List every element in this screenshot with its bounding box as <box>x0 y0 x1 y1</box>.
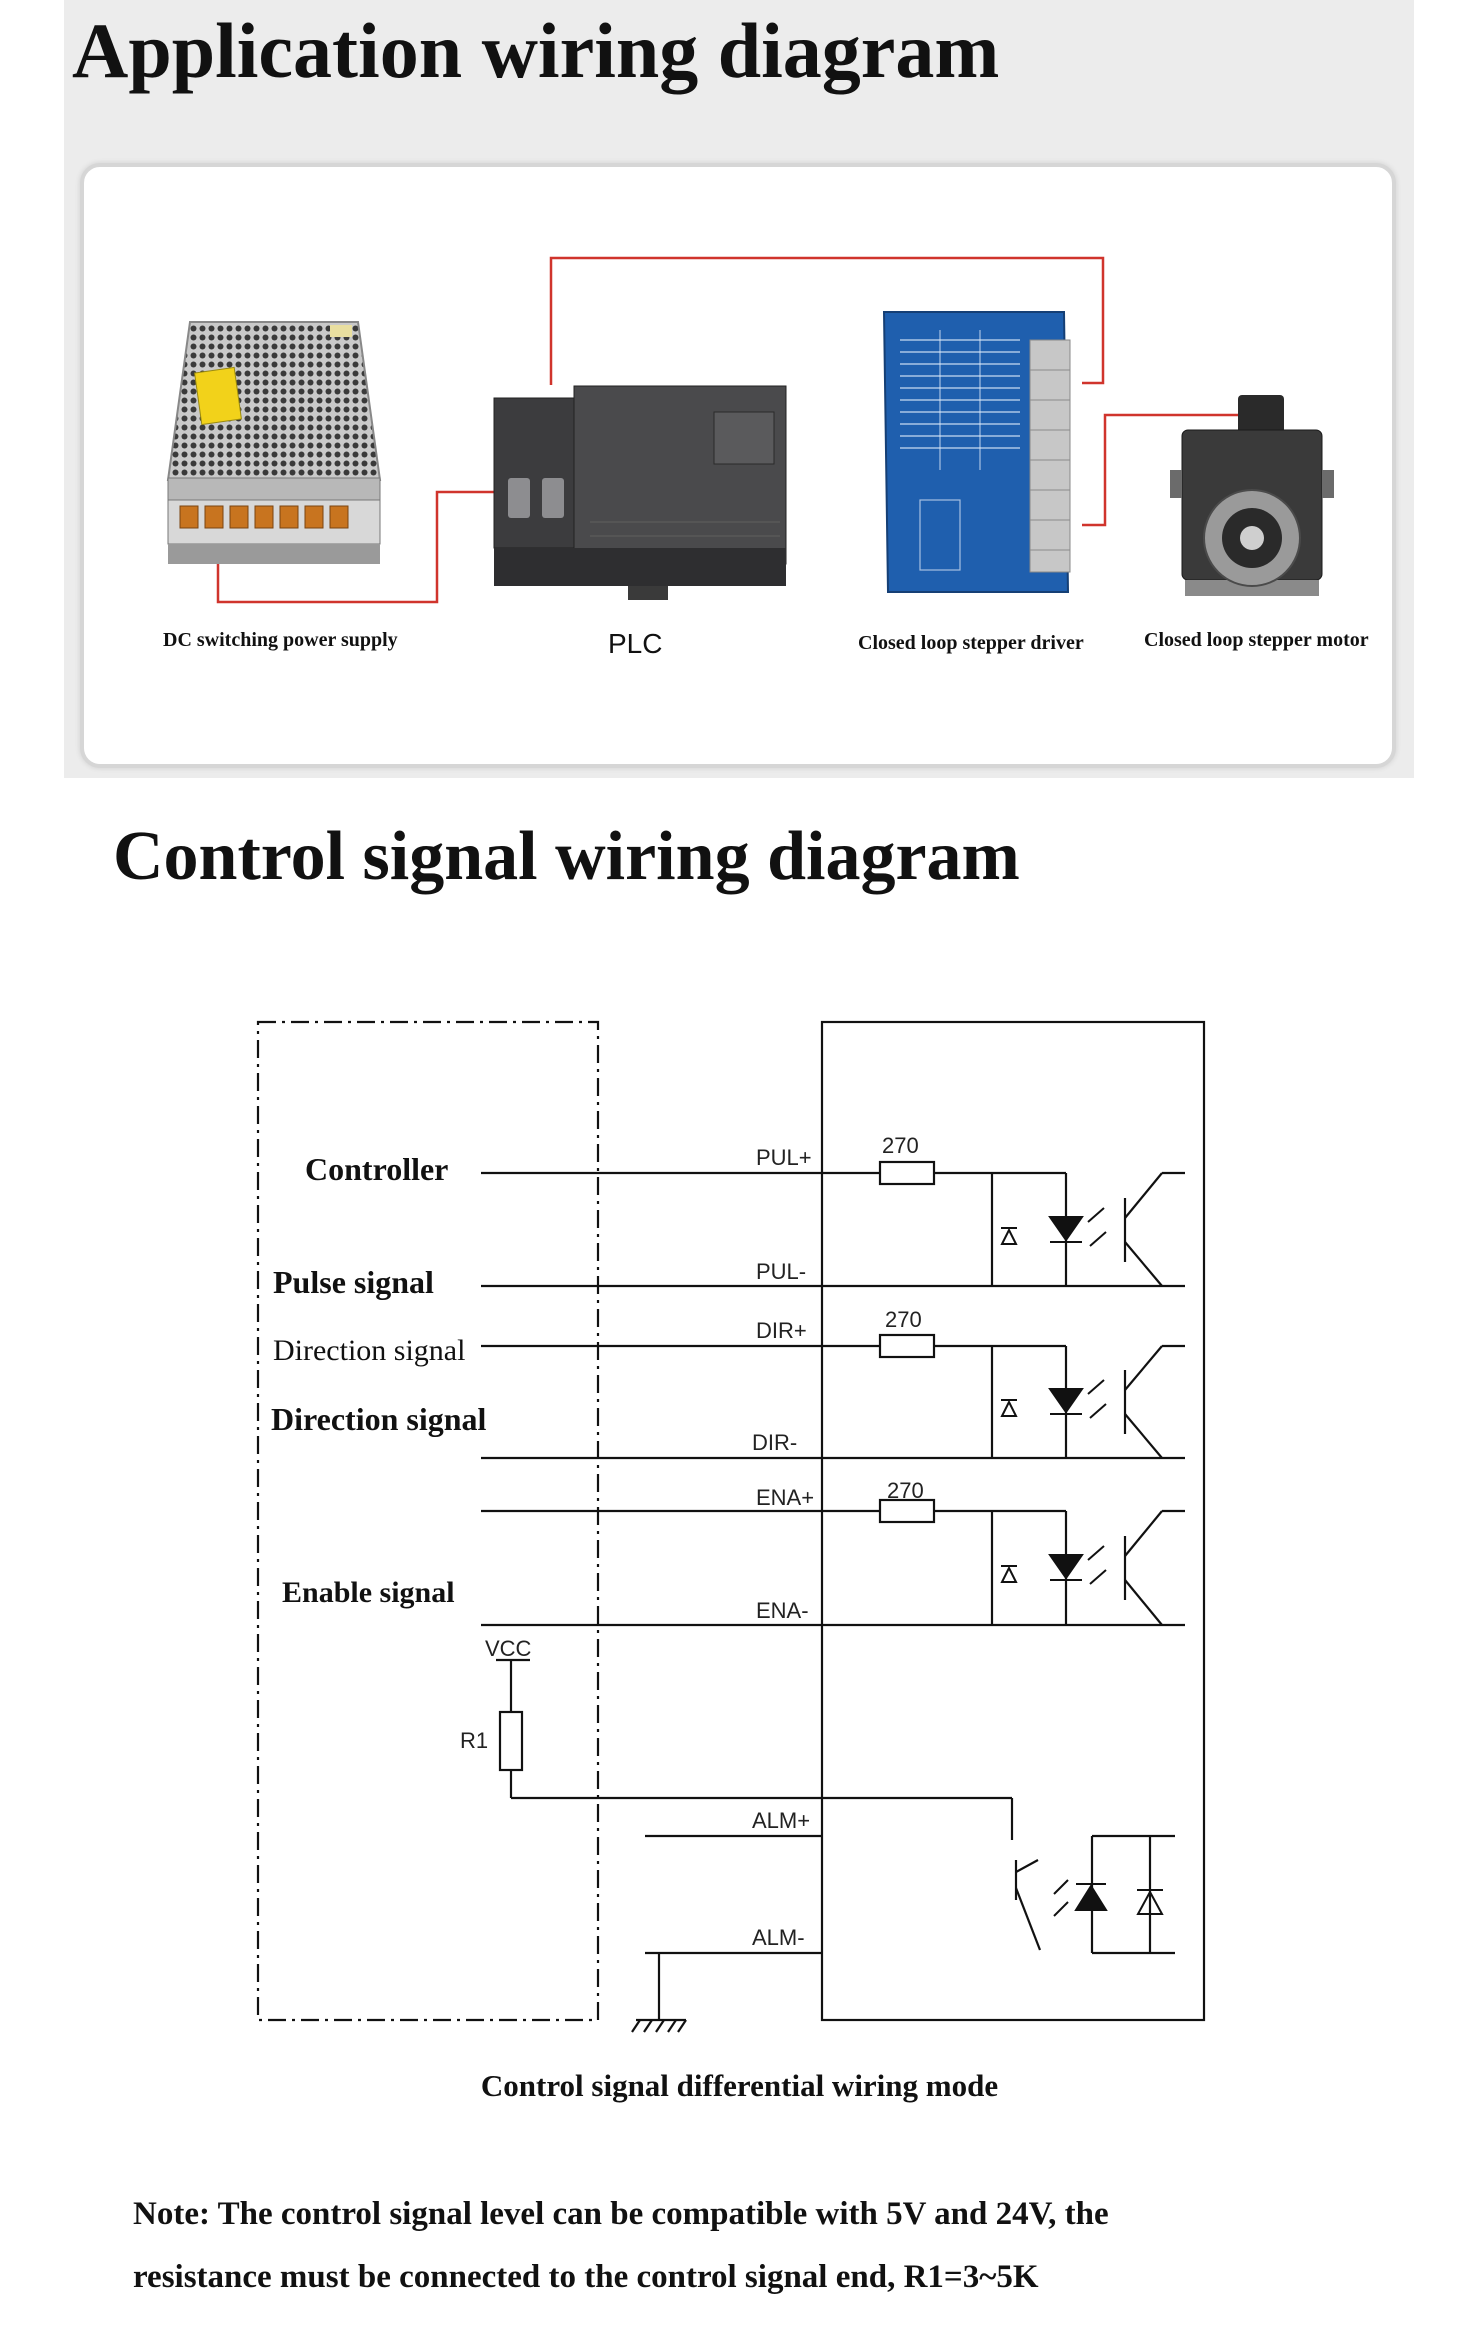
opto-output-pul <box>1123 1171 1185 1287</box>
signal-wire <box>549 256 1105 385</box>
ena-channel <box>481 1509 1185 1627</box>
application-title: Application wiring diagram <box>72 7 1000 94</box>
dir-channel <box>481 1344 1185 1460</box>
resistor-r1 <box>498 1710 524 1772</box>
terminal-ena-minus: ENA- <box>756 1598 809 1623</box>
resistor-dir <box>878 1333 936 1359</box>
driver-label: Closed loop stepper driver <box>858 632 1084 654</box>
terminal-alm-minus: ALM- <box>752 1925 805 1950</box>
opto-output-ena <box>1123 1509 1185 1626</box>
opto-output-dir <box>1123 1344 1185 1459</box>
power-wire <box>216 490 505 604</box>
enable-signal-label: Enable signal <box>282 1576 455 1609</box>
driver-box <box>820 1020 1206 2022</box>
resistor-ena-value: 270 <box>887 1478 924 1503</box>
resistor-pul-value: 270 <box>882 1133 919 1158</box>
terminal-dir-minus: DIR- <box>752 1430 797 1455</box>
power-supply-label: DC switching power supply <box>163 629 398 651</box>
opto-input-pul <box>1000 1207 1107 1247</box>
r1-label: R1 <box>460 1728 488 1753</box>
direction-signal-label-2: Direction signal <box>271 1401 487 1437</box>
controller-box <box>256 1020 600 2022</box>
note-line-1: Note: The control signal level can be co… <box>133 2196 1109 2232</box>
resistor-ena <box>878 1498 936 1524</box>
application-illustration <box>166 256 1334 604</box>
terminal-dir-plus: DIR+ <box>756 1318 807 1343</box>
motor-label: Closed loop stepper motor <box>1144 629 1369 651</box>
diagram-caption: Control signal differential wiring mode <box>480 2068 999 2103</box>
controller-label: Controller <box>305 1151 448 1187</box>
pul-channel <box>481 1171 1185 1288</box>
driver-output-wire-1 <box>1082 413 1238 527</box>
note-line-2: resistance must be connected to the cont… <box>133 2259 1039 2295</box>
power-supply-image <box>166 321 382 564</box>
opto-alarm <box>1053 1879 1164 1917</box>
opto-input-dir <box>1000 1379 1107 1419</box>
ground-symbol <box>631 2018 687 2033</box>
pulse-signal-label: Pulse signal <box>273 1264 434 1300</box>
alarm-circuit <box>496 1658 1175 2020</box>
plc-image <box>493 385 787 600</box>
terminal-ena-plus: ENA+ <box>756 1485 814 1510</box>
resistor-dir-value: 270 <box>885 1307 922 1332</box>
direction-signal-label-1: Direction signal <box>273 1334 465 1367</box>
motor-image <box>1170 395 1334 596</box>
resistor-pul <box>878 1160 936 1186</box>
terminal-alm-plus: ALM+ <box>752 1808 810 1833</box>
plc-label: PLC <box>608 628 663 659</box>
opto-input-ena <box>1000 1545 1107 1585</box>
vcc-label: VCC <box>485 1636 532 1661</box>
terminal-pul-minus: PUL- <box>756 1259 806 1284</box>
terminal-pul-plus: PUL+ <box>756 1145 812 1170</box>
control-title: Control signal wiring diagram <box>113 818 1020 895</box>
driver-image <box>882 311 1071 593</box>
